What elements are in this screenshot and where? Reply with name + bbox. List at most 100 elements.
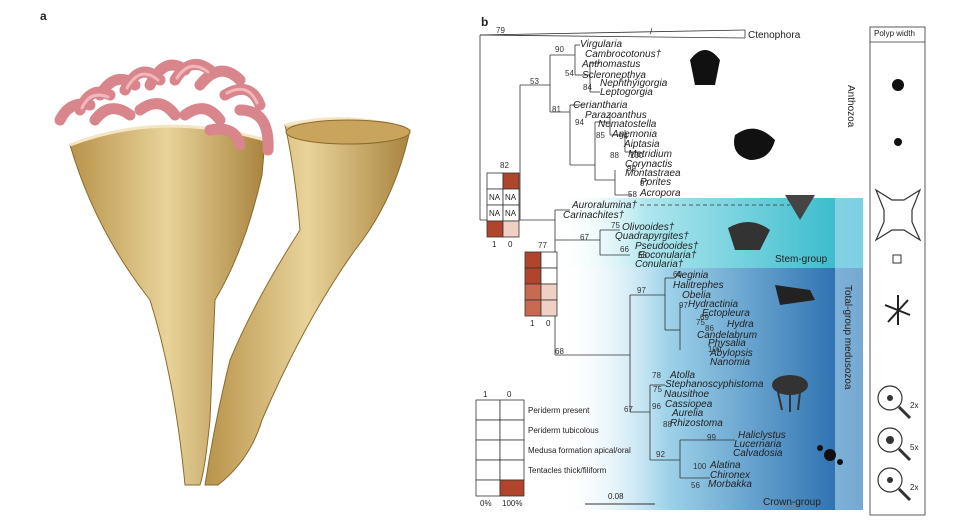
branch-length-scale: 0.08 [585, 492, 655, 505]
polyp-width-large-dot [892, 79, 904, 91]
node-support-value: 75 [611, 221, 620, 230]
node-support-value: 54 [565, 69, 574, 78]
taxon-label: Anthomastus [581, 59, 640, 70]
crown-group-label: Crown-group [763, 497, 821, 508]
node-support-value: 90 [555, 45, 564, 54]
taxon-label: Porites [640, 177, 671, 188]
col-label-1: 1 [492, 240, 497, 249]
anthozoa-label: Anthozoa [845, 85, 856, 128]
legend-row-tentacles: Tentacles thick/filiform [528, 466, 607, 475]
taxon-label: Cassiopea [665, 399, 713, 410]
magnification-3: 2x [910, 483, 918, 492]
node-support-value: 60 [673, 270, 682, 279]
total-group-bar [835, 198, 863, 510]
taxon-label: Lucernaria [734, 439, 782, 450]
taxon-label: Nausithoe [664, 389, 709, 400]
character-legend: 1 0 Periderm present Periderm tubicolous… [475, 390, 631, 508]
taxon-label: Parazoanthus [585, 110, 647, 121]
node-support-value: 67 [580, 233, 589, 242]
scale-0-percent: 0% [480, 499, 492, 508]
na-cell-4: NA [505, 209, 517, 218]
node-support-value: 85 [596, 131, 605, 140]
polyp-width-column: Polyp width 2x 5x 2x [869, 26, 926, 516]
col-label-0: 0 [508, 240, 513, 249]
node-support-value: 88 [610, 151, 619, 160]
polyp-width-small-dot [894, 138, 902, 146]
node-support-value: 77 [538, 241, 547, 250]
taxon-label: Calvadosia [733, 448, 783, 459]
node-support-value: 58 [628, 190, 637, 199]
node-support-value: 94 [575, 118, 584, 127]
node-support-value: 67 [624, 405, 633, 414]
taxon-label: Nephthyigorgia [600, 78, 668, 89]
taxon-labels: VirgulariaCambrocotonus†AnthomastusScler… [563, 39, 786, 490]
node-support-value: 75 [696, 318, 705, 327]
node-support-value: 99 [627, 164, 636, 173]
taxon-label: Obelia [682, 290, 711, 301]
node-support-value: 88 [663, 420, 672, 429]
hydrozoa-silhouette [775, 285, 815, 305]
taxon-label: Hydra [727, 319, 754, 330]
taxon-label: Aurelia [671, 408, 704, 419]
scale-100-percent: 100% [502, 499, 522, 508]
taxon-label: Acropora [639, 188, 681, 199]
node-support-value: 69 [700, 313, 709, 322]
character-table-anthozoa: NA NA NA NA 1 0 [486, 172, 520, 249]
taxon-label: Ectopleura [702, 308, 750, 319]
stem-conulariid-silhouette [728, 221, 770, 250]
panel-label-a: a [40, 9, 47, 23]
node-support-value: 99 [707, 433, 716, 442]
crown-group-shading [560, 268, 863, 510]
taxon-label: Haliclystus [738, 430, 786, 441]
character-table-medusozoa: 1 0 [524, 251, 558, 328]
node-support-value: 81 [552, 105, 561, 114]
ctenophora-label: Ctenophora [748, 30, 801, 41]
taxon-label: Carinachites† [563, 210, 625, 221]
taxon-label: Hydractinia [688, 299, 738, 310]
node-support-value: 97 [637, 286, 646, 295]
total-group-label: Total-group medusozoa [842, 285, 853, 390]
taxon-label: Pseudooides† [635, 241, 699, 252]
legend-row-periderm-present: Periderm present [528, 406, 590, 415]
taxon-label: Corynactis [625, 159, 672, 170]
legend-row-medusa-formation: Medusa formation apical/oral [528, 446, 631, 455]
taxon-label: Scleronepthya [582, 70, 646, 81]
taxon-label: Abylopsis [709, 348, 753, 359]
na-cell-3: NA [489, 209, 501, 218]
panel-label-b: b [481, 15, 488, 29]
na-cell-1: NA [489, 193, 501, 202]
node-support-value: 84 [583, 83, 592, 92]
node-support-value: 53 [530, 77, 539, 86]
taxon-label: Olivooides† [622, 222, 675, 233]
taxon-label: Eoconularia† [638, 250, 697, 261]
node-support-value: 68 [555, 347, 564, 356]
taxon-label: Conularia† [635, 259, 684, 270]
taxon-label: Nanomia [710, 357, 750, 368]
col-label-0b: 0 [546, 319, 551, 328]
taxon-label: Morbakka [708, 479, 752, 490]
anthozoa-silhouettes [690, 50, 775, 160]
node-support-value: 94 [619, 132, 628, 141]
legend-row-periderm-tubicolous: Periderm tubicolous [528, 426, 599, 435]
node-support-value: 96 [652, 402, 661, 411]
taxon-label: Metridium [628, 149, 672, 160]
taxon-label: Quadrapyrgites† [615, 231, 689, 242]
taxon-label: Chironex [710, 470, 751, 481]
polyp-width-title: Polyp width [874, 29, 915, 38]
taxon-label: Auroralumina† [571, 200, 637, 211]
stem-group-label: Stem-group [775, 254, 828, 265]
legend-col-0: 0 [507, 390, 512, 399]
node-support-value: 100 [693, 462, 707, 471]
taxon-label: Cambrocotonus† [585, 49, 662, 60]
taxon-label: Virgularia [580, 39, 622, 50]
node-support-value: 66 [620, 245, 629, 254]
taxon-label: Candelabrum [697, 330, 757, 341]
polyp-width-hydroid-icon [884, 295, 911, 325]
node-support-value: 56 [691, 481, 700, 490]
node-support-value: 100 [630, 151, 644, 160]
col-label-1b: 1 [530, 319, 535, 328]
node-support-value: 75 [653, 385, 662, 394]
staurozoa-silhouette [817, 445, 843, 465]
taxon-label: Atolla [669, 370, 695, 381]
